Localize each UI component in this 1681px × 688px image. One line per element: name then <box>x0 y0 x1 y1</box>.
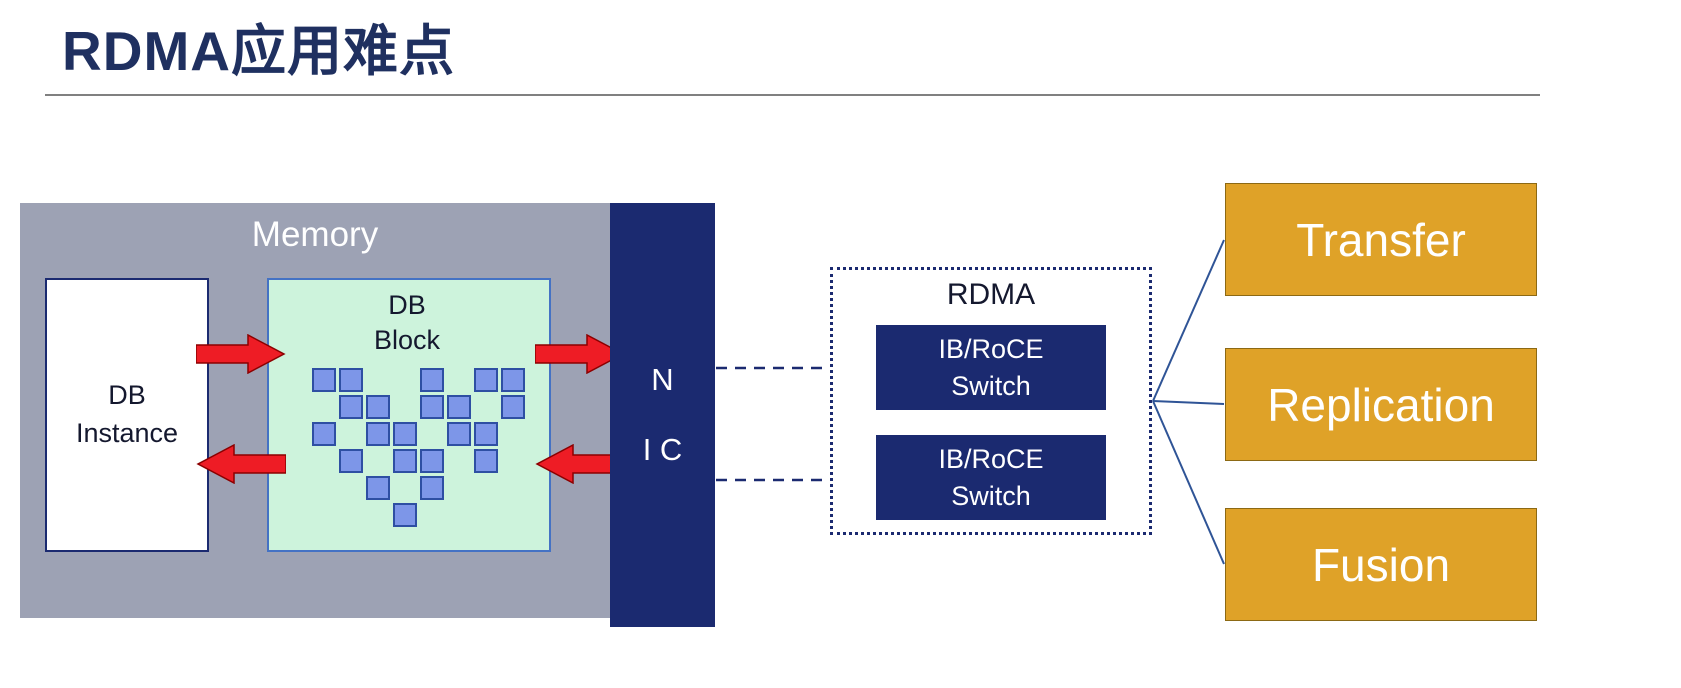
db-instance-label-line2: Instance <box>75 418 179 448</box>
db-block-square <box>474 422 498 446</box>
db-block-label-line1: DB <box>388 290 426 320</box>
db-block-label-line2: Block <box>373 325 441 356</box>
arrow-left-block-to-instance <box>196 444 286 484</box>
db-block-square <box>366 395 390 419</box>
db-block-squares <box>312 368 542 538</box>
outcome-fusion-label: Fusion <box>1311 538 1451 591</box>
nic-label-line2: I C <box>642 432 683 467</box>
db-block-square <box>312 368 336 392</box>
switch-2-label-line1: IB/RoCE <box>938 444 1044 475</box>
switch-1-label-line2: Switch <box>951 370 1031 401</box>
db-block-square <box>366 422 390 446</box>
outcome-box-transfer: Transfer <box>1225 183 1537 296</box>
db-block-square <box>501 368 525 392</box>
db-block-square <box>474 368 498 392</box>
db-block-square <box>420 395 444 419</box>
page-title: RDMA应用难点 <box>62 20 455 82</box>
arrow-right-block-to-nic <box>535 334 625 374</box>
outcome-transfer-label: Transfer <box>1296 213 1466 266</box>
db-block-square <box>447 422 471 446</box>
db-block-square <box>501 395 525 419</box>
nic-box: N I C <box>610 203 715 627</box>
switch-1-label-line1: IB/RoCE <box>938 334 1044 365</box>
ib-roce-switch-1: IB/RoCE Switch <box>876 325 1106 410</box>
db-instance-label-line1: DB <box>108 380 146 411</box>
db-block-square <box>366 476 390 500</box>
outcome-replication-label: Replication <box>1267 378 1495 431</box>
db-block-square <box>393 449 417 473</box>
db-block-square <box>312 422 336 446</box>
memory-label: Memory <box>251 215 379 254</box>
fan-line-fusion <box>1152 400 1225 565</box>
db-block-square <box>339 368 363 392</box>
db-block-square <box>393 422 417 446</box>
fan-line-replication <box>1152 400 1225 405</box>
title-divider <box>45 94 1540 96</box>
db-block-square <box>339 449 363 473</box>
nic-label-line1: N <box>651 362 674 397</box>
db-block-square <box>447 395 471 419</box>
outcome-box-fusion: Fusion <box>1225 508 1537 621</box>
outcome-box-replication: Replication <box>1225 348 1537 461</box>
switch-2-label-line2: Switch <box>951 480 1031 511</box>
db-block-square <box>474 449 498 473</box>
fan-line-transfer <box>1152 239 1225 402</box>
db-block-label: DB Block <box>267 288 547 358</box>
db-instance-box: DB Instance <box>45 278 209 552</box>
db-block-square <box>420 449 444 473</box>
db-block-square <box>339 395 363 419</box>
db-block-square <box>393 503 417 527</box>
ib-roce-switch-2: IB/RoCE Switch <box>876 435 1106 520</box>
db-block-square <box>420 476 444 500</box>
arrow-right-instance-to-block <box>196 334 286 374</box>
rdma-group-label: RDMA <box>946 278 1036 311</box>
db-block-square <box>420 368 444 392</box>
